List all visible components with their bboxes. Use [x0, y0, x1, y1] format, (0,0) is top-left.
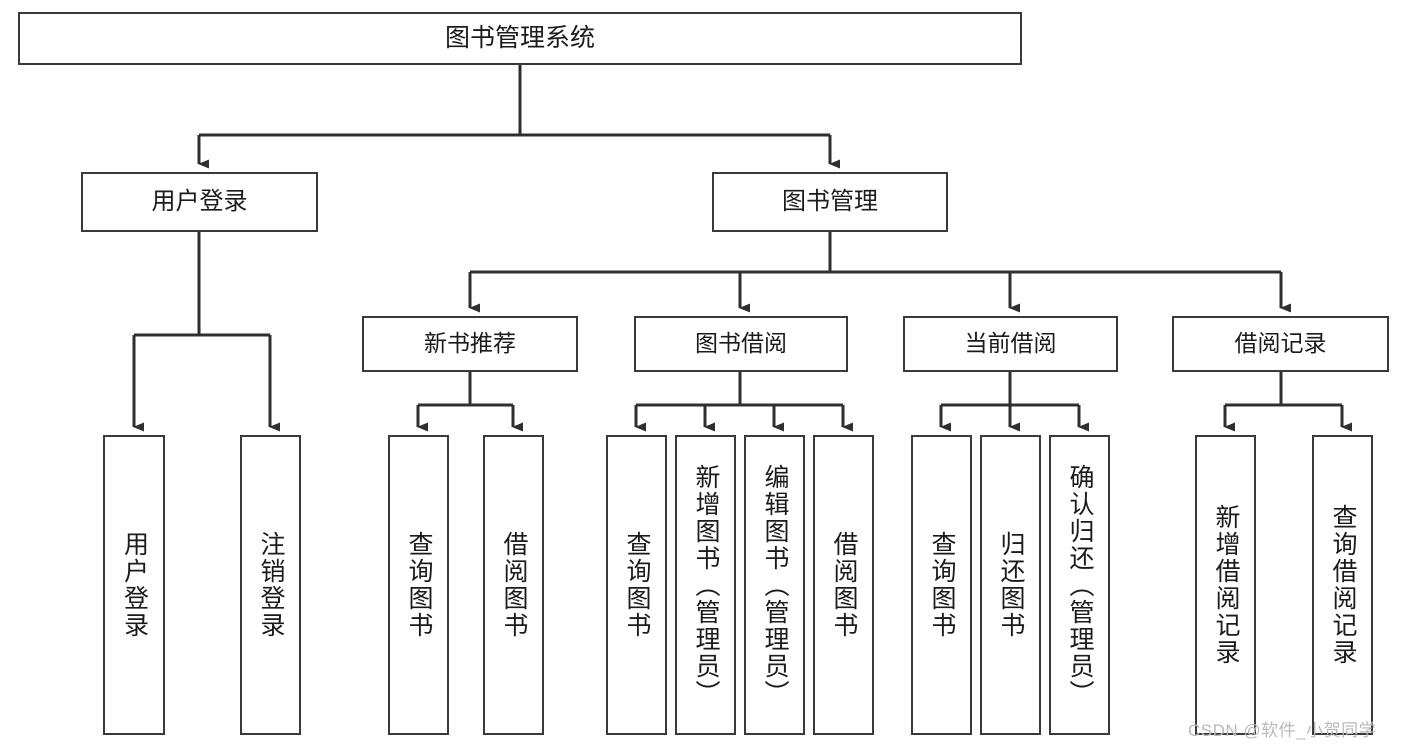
leaf-add-borrow-record[interactable]: 新增借阅记录 — [1195, 435, 1256, 735]
node-label: 确认归还（管理员） — [1066, 463, 1094, 707]
node-label: 查询图书 — [928, 531, 956, 639]
node-label: 编辑图书（管理员） — [761, 463, 789, 707]
leaf-confirm-return-admin[interactable]: 确认归还（管理员） — [1049, 435, 1110, 735]
leaf-query-borrow-record[interactable]: 查询借阅记录 — [1312, 435, 1373, 735]
node-root-system[interactable]: 图书管理系统 — [18, 12, 1022, 65]
node-label: 借阅图书 — [500, 531, 528, 639]
node-label: 用户登录 — [120, 531, 149, 639]
node-label: 用户登录 — [151, 187, 248, 215]
node-label: 查询借阅记录 — [1329, 504, 1357, 666]
node-label: 查询图书 — [405, 531, 433, 639]
node-label: 图书管理系统 — [444, 23, 595, 52]
node-current-borrow[interactable]: 当前借阅 — [903, 316, 1118, 372]
node-borrow-record[interactable]: 借阅记录 — [1172, 316, 1389, 372]
leaf-logout-login[interactable]: 注销登录 — [240, 435, 301, 735]
node-label: 查询图书 — [623, 531, 651, 639]
node-book-management[interactable]: 图书管理 — [712, 172, 948, 232]
node-user-login[interactable]: 用户登录 — [81, 172, 318, 232]
leaf-edit-book-admin[interactable]: 编辑图书（管理员） — [744, 435, 805, 735]
leaf-borrow-book[interactable]: 借阅图书 — [813, 435, 874, 735]
leaf-query-book[interactable]: 查询图书 — [606, 435, 667, 735]
leaf-query-book-recommend[interactable]: 查询图书 — [388, 435, 449, 735]
node-label: 图书管理 — [782, 187, 878, 215]
node-new-book-recommend[interactable]: 新书推荐 — [362, 316, 578, 372]
leaf-borrow-book-recommend[interactable]: 借阅图书 — [483, 435, 544, 735]
node-label: 注销登录 — [257, 531, 285, 639]
leaf-query-book-current[interactable]: 查询图书 — [911, 435, 972, 735]
node-label: 图书借阅 — [695, 330, 787, 357]
leaf-user-login[interactable]: 用户登录 — [103, 435, 165, 735]
node-label: 新增借阅记录 — [1212, 504, 1240, 666]
node-label: 新增图书（管理员） — [692, 463, 720, 707]
node-label: 借阅记录 — [1234, 330, 1327, 357]
node-label: 当前借阅 — [964, 330, 1057, 357]
leaf-add-book-admin[interactable]: 新增图书（管理员） — [675, 435, 736, 735]
node-label: 借阅图书 — [830, 531, 858, 639]
node-label: 新书推荐 — [424, 330, 516, 357]
node-label: 归还图书 — [997, 531, 1025, 639]
leaf-return-book[interactable]: 归还图书 — [980, 435, 1041, 735]
node-book-borrow[interactable]: 图书借阅 — [634, 316, 848, 372]
